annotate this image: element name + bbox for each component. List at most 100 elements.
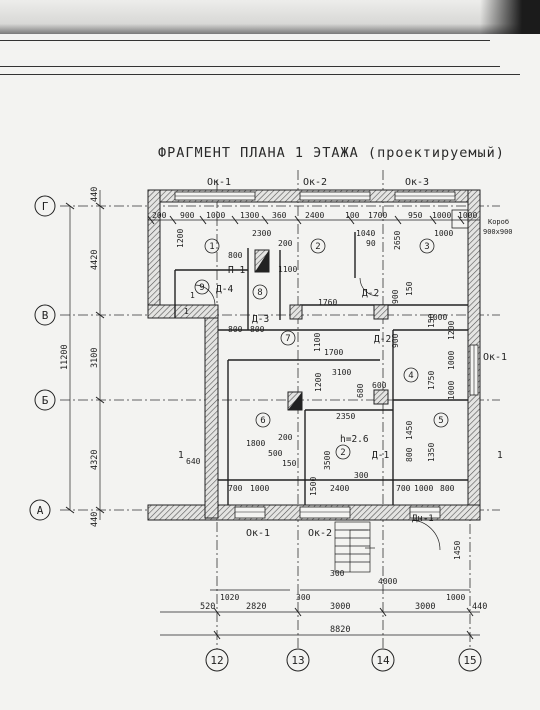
dim: 1450 <box>405 421 414 440</box>
dim: 4420 <box>90 250 100 270</box>
section-mark: 1 <box>178 450 184 461</box>
dim: 150 <box>282 459 297 468</box>
dim: 800 <box>228 251 243 260</box>
dim: 1000 <box>206 211 225 220</box>
dim: 2400 <box>305 211 324 220</box>
window-label: Ок-1 <box>246 528 270 539</box>
dim: 700 <box>228 484 243 493</box>
dim: 200 <box>278 433 293 442</box>
dim: 1040 <box>356 229 375 238</box>
dim: 440 <box>90 187 100 202</box>
dim: 1000 <box>458 211 477 220</box>
dim: 1200 <box>176 229 185 248</box>
axis-label: 14 <box>376 654 390 667</box>
dim: 1760 <box>318 298 337 307</box>
room-number: 8 <box>257 288 262 298</box>
dim: 640 <box>186 457 201 466</box>
dim: 1200 <box>447 321 456 340</box>
axis-label: Г <box>42 200 49 213</box>
top-dimensions: 200 900 1000 1300 360 2400 100 1700 950 … <box>152 211 477 220</box>
dim: 1100 <box>278 265 297 274</box>
room-markers: 1 2 3 4 5 6 7 8 9 2 <box>194 238 449 460</box>
frame-line <box>0 66 500 67</box>
duct-box <box>451 209 469 229</box>
duct-size: 900х900 <box>483 228 513 236</box>
entrance-stair <box>334 521 375 573</box>
axis-label: А <box>37 504 44 517</box>
axis-bubble-a <box>29 499 51 521</box>
dim: 680 <box>356 383 365 398</box>
dim: 800 <box>405 447 414 462</box>
dim: 1000 <box>428 313 447 322</box>
window-labels: Ок-1 Ок-2 Ок-3 Ок-1 Ок-2 Ок-1 Дн-1 <box>207 177 507 539</box>
drawing-title: ФРАГМЕНТ ПЛАНА 1 ЭТАЖА (проектируемый) <box>158 145 505 161</box>
door-label: Д-3 <box>252 314 269 325</box>
room-number: 6 <box>260 416 265 426</box>
dimension-lines <box>69 190 480 636</box>
dim: 1000 <box>414 484 433 493</box>
dim: 3500 <box>323 451 332 470</box>
dim: 360 <box>272 211 287 220</box>
dim: 1000 <box>432 211 451 220</box>
dim: 300 <box>296 593 311 602</box>
dim: 1750 <box>427 371 436 390</box>
axis-bubble-12 <box>205 648 229 672</box>
sheet-top-shadow <box>480 0 540 34</box>
axis-bubble-b <box>34 389 56 411</box>
room-number: 7 <box>285 334 290 344</box>
axis-label: 12 <box>210 654 223 667</box>
dim: 440 <box>90 512 100 527</box>
dim: 1000 <box>250 484 269 493</box>
axis-bubbles <box>29 195 482 672</box>
dim-total: 8820 <box>330 625 350 635</box>
room-number: 4 <box>408 371 413 381</box>
plan-annotations: h=2.6 Д-4 Д-3 Д-2 Д-2 Д-1 П-1 Короб 900х… <box>178 218 513 461</box>
window-label: Ок-1 <box>207 177 231 188</box>
dim: 150 <box>427 313 436 328</box>
vent-shaft-icon <box>255 250 269 272</box>
dim: 900 <box>180 211 195 220</box>
frame-line <box>0 40 490 41</box>
door-swing <box>194 284 216 306</box>
dim: 1000 <box>446 593 465 602</box>
dim: 1 <box>184 307 189 316</box>
room-number: 5 <box>438 416 443 426</box>
dim: 520 <box>200 602 215 612</box>
frame-line <box>0 74 520 75</box>
dim: 2350 <box>336 412 355 421</box>
duct-label: Короб <box>488 218 509 226</box>
dim: 2300 <box>252 229 271 238</box>
dim: 950 <box>408 211 423 220</box>
window-label: Ок-2 <box>303 177 327 188</box>
axis-label: В <box>42 309 49 322</box>
door-label: Д-2 <box>374 334 391 345</box>
dimension-ticks <box>65 202 474 640</box>
axis-bubble-v <box>34 304 56 326</box>
room-number: 2 <box>340 448 345 458</box>
dim: 2820 <box>246 602 266 612</box>
interior-dimensions: 2300 1040 90 1000 1200 2650 800 200 1100… <box>176 229 465 602</box>
dim: 3000 <box>415 602 435 612</box>
dim: 200 <box>278 239 293 248</box>
room-height: h=2.6 <box>340 434 369 445</box>
axis-bubble-13 <box>286 648 310 672</box>
interior-walls <box>174 232 468 505</box>
dim: 90 <box>366 239 376 248</box>
room-number: 1 <box>209 242 214 252</box>
dim: 1350 <box>427 443 436 462</box>
dim: 1200 <box>314 373 323 392</box>
dim: 1 <box>190 291 195 300</box>
dim: 1800 <box>246 439 265 448</box>
dim: 1020 <box>220 593 239 602</box>
vent-shaft-icon <box>288 392 302 410</box>
dim: 3100 <box>332 368 351 377</box>
dim: 800 <box>250 325 265 334</box>
axis-labels: Г В Б А 12 13 14 15 <box>37 200 477 667</box>
dim: 1700 <box>324 348 343 357</box>
door-label: Д-4 <box>216 284 233 295</box>
dim: 3000 <box>330 602 350 612</box>
dim: 1500 <box>309 477 318 496</box>
dim: 3100 <box>90 348 100 368</box>
